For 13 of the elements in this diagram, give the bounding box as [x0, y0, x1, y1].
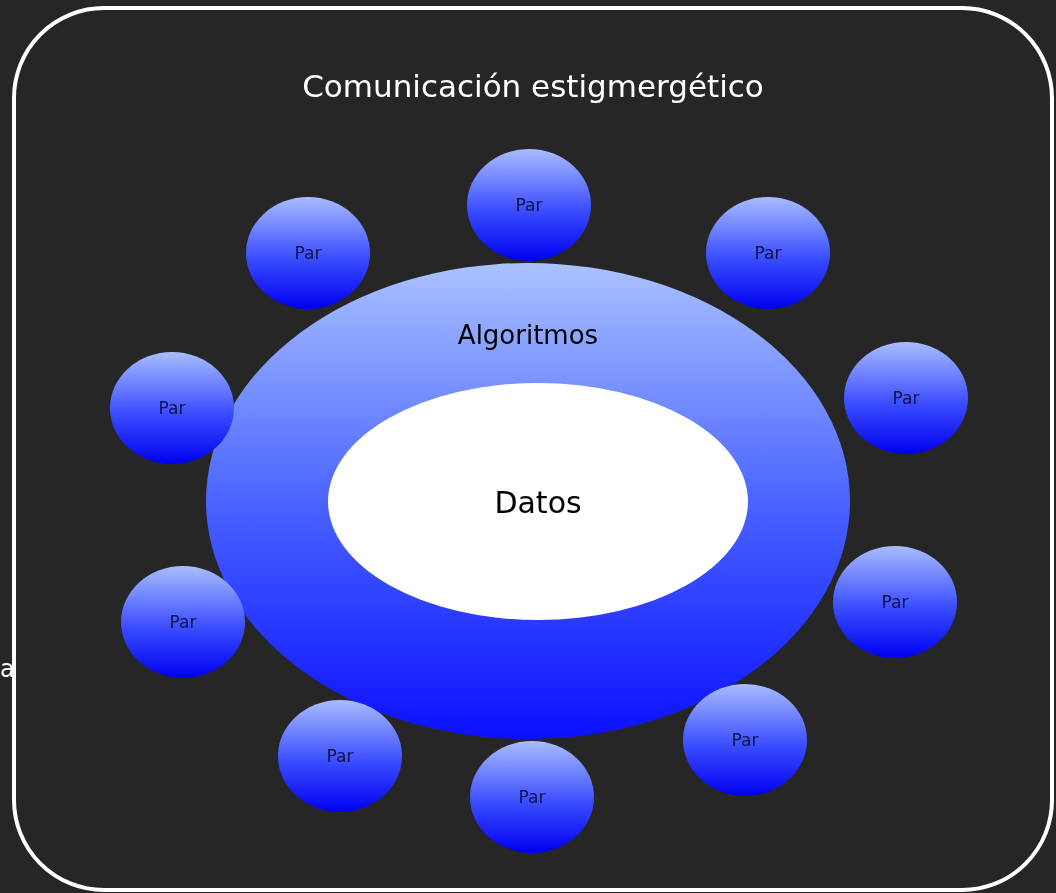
node-label: Datos [494, 484, 582, 519]
node-label: Par [158, 398, 186, 418]
title-text: Comunicación estigmergético [302, 68, 764, 104]
node-label: Par [169, 612, 197, 632]
node-label: Par [881, 592, 909, 612]
node-label: Par [518, 787, 546, 807]
node-label: Par [326, 746, 354, 766]
node-label: Algoritmos [457, 320, 599, 350]
node-label: Par [294, 243, 322, 263]
node-label: Par [754, 243, 782, 263]
node-label: Par [515, 195, 543, 215]
node-label: Par [731, 730, 759, 750]
node-label: Par [892, 388, 920, 408]
